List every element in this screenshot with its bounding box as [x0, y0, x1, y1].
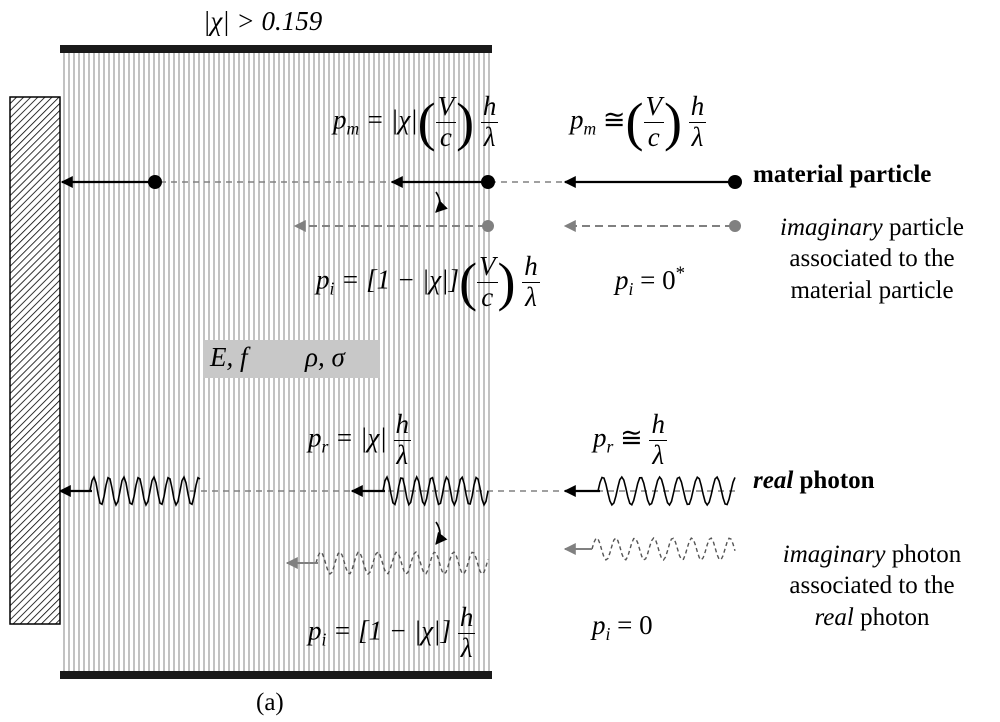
label-imaginary-photon-line3-rest: photon — [853, 603, 930, 631]
label-imaginary-photon-line2: associated to the — [789, 572, 955, 600]
eq-pi-mp-sub: i — [329, 278, 335, 299]
label-real-photon: real photon — [753, 468, 875, 493]
real-photon-wave-boundary — [382, 475, 489, 507]
label-imaginary-particle-em: imaginary — [780, 214, 883, 241]
real-photon-wave-free — [597, 475, 736, 507]
label-imaginary-photon-line3-em: real — [814, 603, 854, 631]
bottom-plate — [60, 671, 492, 679]
eq-pi-mp-den: λ — [525, 281, 537, 312]
condition-label: |χ| > 0.159 — [203, 6, 323, 36]
medium-stripes — [63, 53, 490, 671]
eq-pm-medium-lhs: p — [333, 104, 347, 135]
label-real-photon-rest: photon — [793, 467, 875, 494]
material-particle-dot-boundary — [481, 175, 495, 189]
eq-pr-medium-num: h — [393, 409, 412, 441]
label-imaginary-particle-line3: material particle — [790, 276, 954, 304]
eq-pm-medium-rel: = |χ| — [365, 104, 418, 135]
eq-pi-fp-rel: = 0 — [640, 265, 676, 295]
eq-pi-fph-sub: i — [605, 624, 611, 645]
eq-pm-free-paren-den: c — [647, 121, 660, 152]
eq-pm-free-sub: m — [583, 118, 597, 139]
eq-pi-fp-lhs: p — [615, 265, 629, 295]
eq-pr-free-sub: r — [606, 436, 614, 457]
eq-pr-medium-sub: r — [321, 436, 329, 457]
eq-pi-mph-den: λ — [460, 632, 473, 663]
curved-arrow-particle — [435, 191, 448, 213]
eq-pi-free-particle: pi = 0* — [615, 263, 686, 300]
eq-pm-free-rel: ≅ — [602, 104, 626, 135]
eq-pi-fp-sup: * — [675, 263, 686, 284]
eq-pi-fp-sub: i — [628, 279, 634, 300]
eq-pm-free-lhs: p — [570, 104, 584, 135]
eq-pm-medium-sub: m — [346, 118, 360, 139]
material-particle-dot-inside — [148, 175, 162, 189]
eq-pr-medium-rel: = |χ| — [335, 422, 387, 453]
real-photon-wave-inside — [89, 475, 201, 507]
eq-pm-free-den: λ — [691, 121, 704, 152]
eq-pi-mph-num: h — [457, 602, 476, 634]
eq-pr-medium-lhs: p — [308, 422, 322, 453]
imaginary-photon-wave-free — [591, 536, 736, 562]
label-imaginary-particle-line2: associated to the — [789, 245, 955, 273]
label-imaginary-photon-em: imaginary — [782, 541, 886, 568]
imaginary-particle-dot-boundary — [482, 220, 494, 232]
figure-caption: (a) — [256, 689, 284, 716]
top-plate — [60, 45, 492, 53]
medium-properties-box — [203, 340, 380, 378]
eq-pr-free-lhs: p — [593, 422, 607, 453]
eq-pr-free-rel: ≅ — [620, 422, 643, 453]
eq-pr-free-num: h — [649, 409, 667, 441]
imaginary-photon-wave-medium — [315, 550, 489, 576]
eq-pm-free-num: h — [688, 91, 707, 123]
eq-pi-mph-rel: = [1 − |χ|] — [333, 615, 452, 646]
eq-pi-mph-lhs: p — [308, 615, 322, 646]
eq-pi-mp-num: h — [522, 251, 540, 283]
eq-pm-medium-den: λ — [483, 121, 496, 152]
eq-pi-mp-paren-den: c — [481, 281, 494, 312]
label-material-particle: material particle — [753, 161, 932, 188]
label-real-photon-em: real — [753, 467, 794, 494]
eq-pi-mp-rel: = [1 − |χ|] — [341, 264, 460, 295]
eq-pi-mp-paren-num: V — [477, 251, 498, 283]
eq-pr-medium-den: λ — [396, 439, 409, 470]
eq-pm-medium-num: h — [480, 91, 499, 123]
material-particle-dot-free — [728, 175, 742, 189]
eq-pm-medium-paren-num: V — [435, 91, 457, 123]
label-imaginary-photon: imaginary photon associated to the real … — [752, 539, 992, 633]
label-imaginary-photon-rest: photon — [885, 541, 962, 568]
label-imaginary-particle-rest: particle — [882, 214, 964, 241]
eq-pi-free-photon: pi = 0 — [592, 612, 653, 644]
eq-pi-fph-rel: = 0 — [617, 610, 653, 640]
label-imaginary-particle: imaginary particle associated to the mat… — [752, 212, 992, 306]
curved-arrow-photon — [435, 521, 448, 545]
eq-pr-free-den: λ — [652, 439, 665, 470]
eq-pm-free-paren-num: V — [643, 91, 665, 123]
medium-field-label: E, f — [210, 342, 248, 372]
imaginary-particle-dot-free — [729, 220, 741, 232]
eq-pi-mph-sub: i — [321, 629, 327, 650]
eq-pi-mp-lhs: p — [316, 264, 330, 295]
eq-pm-medium-paren-den: c — [439, 121, 452, 152]
eq-pi-fph-lhs: p — [592, 610, 606, 640]
hatched-wall — [9, 96, 61, 625]
medium-material-label: ρ, σ — [305, 342, 345, 372]
